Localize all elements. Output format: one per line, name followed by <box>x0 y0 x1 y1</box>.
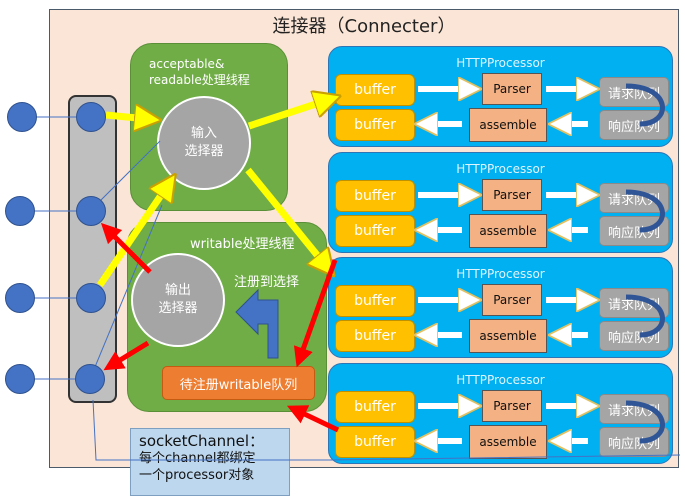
register-label: 注册到选择 <box>234 275 300 290</box>
channel-dot <box>76 283 106 313</box>
note-line1: socketChannel： <box>139 432 265 450</box>
write-arrow <box>100 222 152 274</box>
input-buffer: buffer <box>335 74 415 106</box>
client-dot <box>7 102 37 132</box>
link-line <box>89 204 163 380</box>
output-buffer: buffer <box>335 320 415 352</box>
pending-writable-queue: 待注册writable队列 <box>162 366 315 400</box>
channel-dot <box>76 196 106 226</box>
request-queue: 请求队列 <box>599 288 669 318</box>
input-buffer: buffer <box>335 391 415 423</box>
parser-box: Parser <box>482 179 542 211</box>
note-line3: 一个processor对象 <box>139 468 255 483</box>
client-dot <box>5 196 35 226</box>
link-line <box>89 140 161 212</box>
input-selector-line2: 选择器 <box>184 144 224 159</box>
parser-box: Parser <box>482 73 542 105</box>
input-selector: 输入选择器 <box>157 96 251 190</box>
http-processor: HTTPProcessor buffer buffer Parser assem… <box>328 363 673 464</box>
processor-title: HTTPProcessor <box>456 162 545 176</box>
response-queue: 响应队列 <box>599 216 669 246</box>
connector-title: 连接器（Connecter） <box>272 16 456 37</box>
read-thread-label-1: acceptable& <box>149 57 225 71</box>
write-arrow <box>293 259 338 368</box>
queue-curve-arrow-icon <box>625 189 665 233</box>
register-arrow-icon <box>235 288 279 359</box>
output-buffer: buffer <box>335 109 415 141</box>
output-selector-line2: 选择器 <box>158 301 198 316</box>
parser-box: Parser <box>482 390 542 422</box>
client-dot <box>5 283 35 313</box>
write-thread-label: writable处理线程 <box>190 237 295 252</box>
output-selector-line1: 输出 <box>164 283 191 298</box>
assemble-box: assemble <box>469 319 547 353</box>
queue-curve-arrow-icon <box>625 400 665 444</box>
note-link-line <box>92 399 681 461</box>
input-selector-line1: 输入 <box>190 126 217 141</box>
processor-title: HTTPProcessor <box>456 267 545 281</box>
read-arrow <box>247 100 328 130</box>
write-arrow <box>103 340 150 371</box>
channel-dot <box>76 102 106 132</box>
write-arrow <box>286 405 340 433</box>
read-thread-label-2: readable处理线程 <box>149 73 250 87</box>
http-processor: HTTPProcessor buffer buffer Parser assem… <box>328 257 673 358</box>
output-buffer: buffer <box>335 215 415 247</box>
input-buffer: buffer <box>335 285 415 317</box>
read-arrow <box>105 115 148 119</box>
socket-channel-note: socketChannel： 每个channel都绑定 一个processor对… <box>130 428 290 496</box>
queue-curve-arrow-icon <box>625 294 665 338</box>
http-processor: HTTPProcessor buffer buffer Parser assem… <box>328 46 673 147</box>
assemble-box: assemble <box>469 214 547 248</box>
client-dot <box>5 364 35 394</box>
read-arrow <box>245 167 326 266</box>
assemble-box: assemble <box>469 108 547 142</box>
processor-title: HTTPProcessor <box>456 373 545 387</box>
input-buffer: buffer <box>335 180 415 212</box>
output-buffer: buffer <box>335 426 415 458</box>
processor-title: HTTPProcessor <box>456 56 545 70</box>
assemble-box: assemble <box>469 425 547 459</box>
note-line2: 每个channel都绑定 <box>139 451 256 466</box>
queue-curve-arrow-icon <box>625 83 665 127</box>
channel-dot <box>75 364 105 394</box>
parser-box: Parser <box>482 284 542 316</box>
read-arrow <box>97 185 168 287</box>
